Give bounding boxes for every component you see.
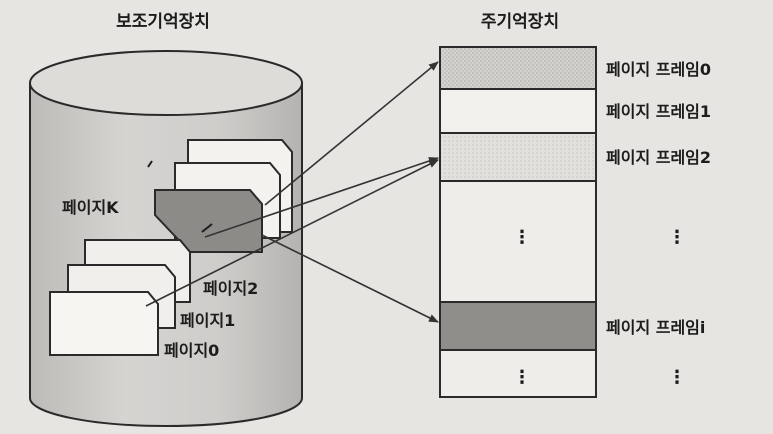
page-k-tick: [201, 223, 213, 233]
cylinder-top: [29, 50, 303, 116]
mapping-arrows: [145, 61, 439, 323]
arrow-from-page-0: [145, 159, 439, 307]
frame-i-label: 페이지 프레임i: [606, 318, 705, 337]
arrow-to-frame-0: [264, 61, 439, 206]
frame-i-box: [439, 301, 597, 351]
column-ellipsis-lower: ⋮: [513, 367, 531, 388]
column-ellipsis-upper: ⋮: [513, 227, 531, 248]
frame-0-label: 페이지 프레임0: [606, 60, 711, 79]
page-card-k: [154, 189, 263, 253]
frame-0-box: [439, 46, 597, 90]
arrow-to-frame-2: [204, 157, 439, 238]
arrow-to-frame-i: [261, 234, 439, 323]
frame-1-box: [439, 88, 597, 134]
page-stack: [49, 139, 293, 356]
page-k-label: 페이지K: [62, 198, 119, 217]
main-memory-title: 주기억장치: [481, 12, 559, 32]
page-0-label: 페이지0: [164, 341, 219, 360]
frame-2-box: [439, 132, 597, 182]
frame-2-label: 페이지 프레임2: [606, 148, 711, 167]
page-1-label: 페이지1: [180, 311, 235, 330]
label-ellipsis-upper: ⋮: [668, 227, 686, 248]
secondary-storage: 보조기억장치 페이지K 페이지2 페이지1 페이지0: [29, 12, 303, 427]
page-2-label: 페이지2: [203, 279, 258, 298]
main-memory: 주기억장치 ⋮ ⋮ 페이지 프레임0 페이지 프레임1 페이지 프레임2 페이지…: [439, 12, 711, 398]
page-card-0: [49, 291, 159, 356]
frame-1-label: 페이지 프레임1: [606, 102, 711, 121]
page-top-tick: [147, 160, 153, 168]
secondary-storage-title: 보조기억장치: [116, 12, 210, 32]
label-ellipsis-lower: ⋮: [668, 367, 686, 388]
